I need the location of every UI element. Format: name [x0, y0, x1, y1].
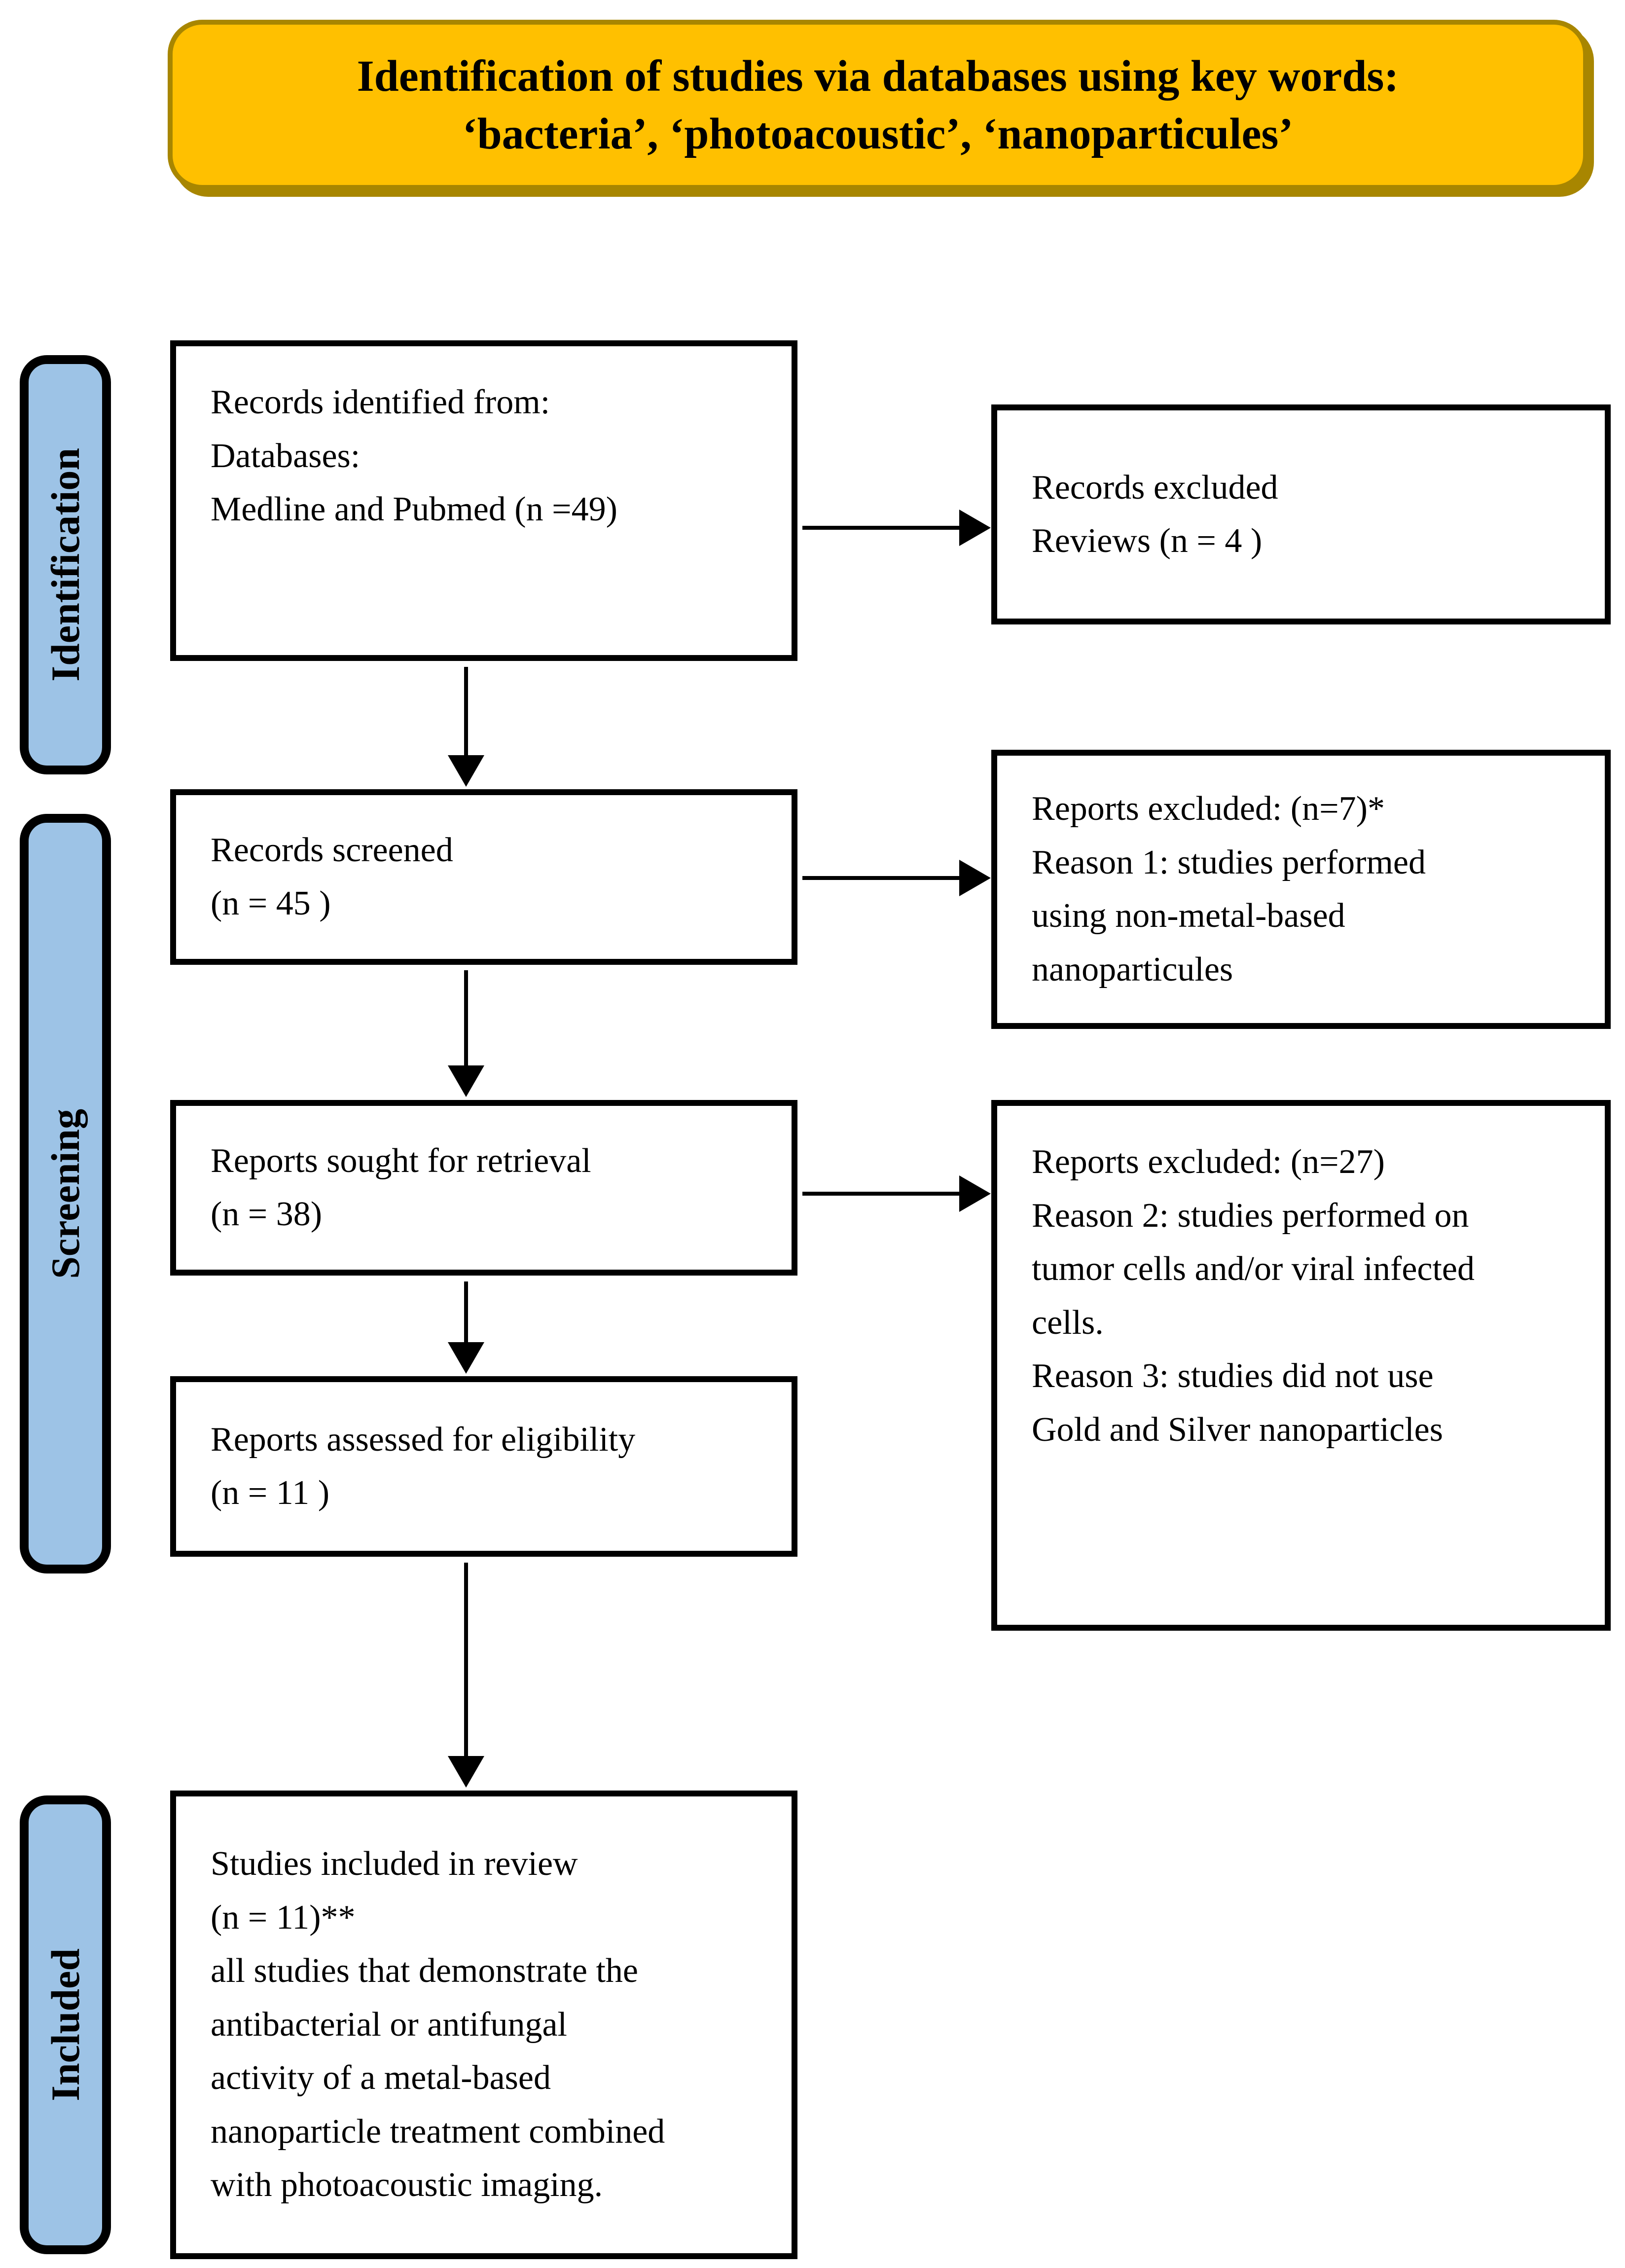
records-screened-text: Records screened (n = 45 )	[211, 831, 453, 923]
header-banner: Identification of studies via databases …	[168, 20, 1588, 190]
reports-sought-box: Reports sought for retrieval (n = 38)	[170, 1100, 797, 1276]
reports-assessed-text: Reports assessed for eligibility (n = 11…	[211, 1420, 636, 1512]
records-screened-box: Records screened (n = 45 )	[170, 789, 797, 965]
stage-screening-box: Screening	[20, 814, 111, 1573]
stage-included-box: Included	[20, 1795, 111, 2254]
reports-sought-text: Reports sought for retrieval (n = 38)	[211, 1141, 591, 1234]
arrow-assessed-to-included	[448, 1563, 484, 1788]
reports-excluded-reason23-text: Reports excluded: (n=27) Reason 2: studi…	[1032, 1143, 1475, 1449]
reports-excluded-reason23-box: Reports excluded: (n=27) Reason 2: studi…	[991, 1100, 1611, 1631]
stage-included-label: Included	[42, 1948, 88, 2101]
arrow-identified-to-screened	[448, 667, 484, 787]
records-identified-text: Records identified from: Databases: Medl…	[211, 383, 617, 528]
records-excluded-box: Records excluded Reviews (n = 4 )	[991, 404, 1611, 624]
reports-excluded-reason1-text: Reports excluded: (n=7)* Reason 1: studi…	[1032, 790, 1426, 988]
reports-excluded-reason1-box: Reports excluded: (n=7)* Reason 1: studi…	[991, 750, 1611, 1029]
stage-identification-box: Identification	[20, 355, 111, 774]
records-identified-box: Records identified from: Databases: Medl…	[170, 340, 797, 661]
stage-screening-label: Screening	[42, 1108, 88, 1279]
header-title-line1: Identification of studies via databases …	[357, 51, 1399, 101]
arrow-screened-to-reports-excluded-1	[802, 860, 991, 896]
arrow-sought-to-reports-excluded-23	[802, 1175, 991, 1212]
stage-identification-label: Identification	[42, 448, 88, 682]
arrow-identified-to-records-excluded	[802, 510, 991, 546]
arrow-screened-to-sought	[448, 970, 484, 1097]
header-title-line2: ‘bacteria’, ‘photoacoustic’, ‘nanopartic…	[462, 109, 1294, 158]
reports-assessed-box: Reports assessed for eligibility (n = 11…	[170, 1376, 797, 1557]
arrow-sought-to-assessed	[448, 1281, 484, 1374]
studies-included-box: Studies included in review (n = 11)** al…	[170, 1791, 797, 2259]
studies-included-text: Studies included in review (n = 11)** al…	[211, 1845, 665, 2204]
records-excluded-text: Records excluded Reviews (n = 4 )	[1032, 468, 1278, 560]
